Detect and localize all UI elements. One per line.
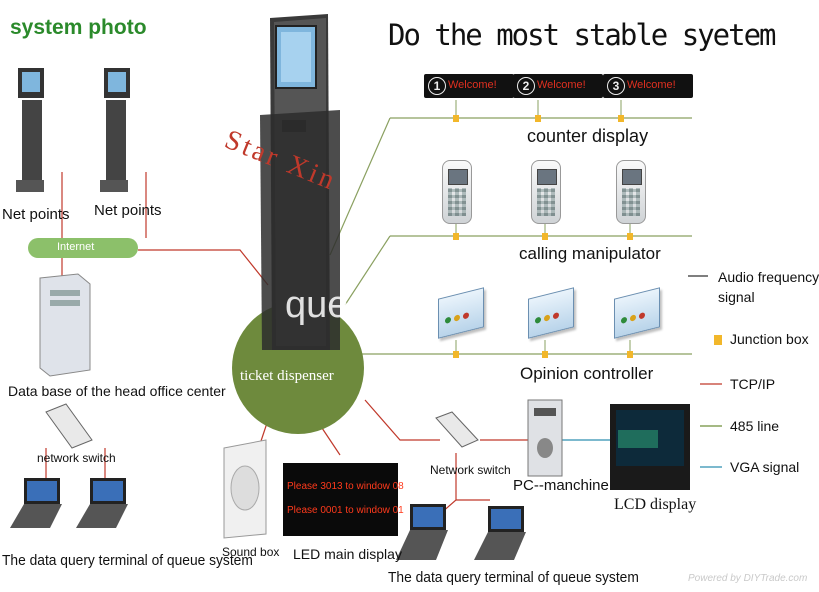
internet-label: Internet [57,241,95,253]
sound-box [223,439,267,539]
laptop-left-2 [76,478,128,528]
junction-box-icon [542,351,548,358]
legend-485: 485 line [730,418,780,434]
laptop-center-2 [474,506,526,560]
legend-audio: Audio frequency signal [718,267,819,307]
network-switch-center [435,411,479,448]
junction-box-icon [535,115,541,122]
laptop-left-1 [10,478,62,528]
queue-system-watermark: queue system [285,284,522,326]
led-main-display-label: LED main display [293,546,402,562]
network-switch-center-label: Network switch [430,463,511,477]
site-watermark: Powered by DIYTrade.com [688,573,808,584]
legend-vga: VGA signal [730,459,800,475]
net-point-kiosk-1 [16,68,44,192]
led-main-display-panel: Please 3013 to window 08 Please 0001 to … [283,463,404,536]
legend-junction-icon [714,335,722,345]
legend-audio-line-1: Audio frequency [718,269,819,285]
sound-box-label: Sound box [222,545,280,559]
ticket-dispenser-label: ticket dispenser [240,368,334,384]
led-line-2: Please 0001 to window 01 [287,505,404,516]
system-photo-title: system photo [10,16,147,39]
calling-manipulator-device [616,160,646,224]
net-points-label-1: Net points [2,206,70,223]
pc-tower [527,399,563,477]
counter-display-2: 2 Welcome! [513,74,603,98]
junction-box-icon [453,351,459,358]
net-points-label-2: Net points [94,202,162,219]
internet-bar [28,238,138,258]
junction-box-icon [618,115,624,122]
junction-box-icon [453,115,459,122]
junction-box-icon [627,233,633,240]
junction-box-icon [542,233,548,240]
led-line-1: Please 3013 to window 08 [287,481,404,492]
legend-audio-line-2: signal [718,289,755,305]
query-terminal-left-label: The data query terminal of queue system [2,552,253,569]
database-server [39,273,91,377]
opinion-controller-label: Opinion controller [520,364,654,383]
lcd-display-label: LCD display [614,496,697,513]
counter-display-label: counter display [527,126,649,146]
network-switch-left-label: network switch [37,451,116,465]
pc-label: PC--manchine [513,477,609,494]
junction-box-icon [627,351,633,358]
slogan: Do the most stable syetem [388,18,776,52]
database-label: Data base of the head office center [8,383,226,399]
counter-display-1: 1 Welcome! [424,74,514,98]
query-terminal-center-label: The data query terminal of queue system [388,569,639,586]
calling-manipulator-label: calling manipulator [519,244,661,263]
counter-display-3: 3 Welcome! [603,74,693,98]
calling-manipulator-device [442,160,472,224]
legend-tcpip: TCP/IP [730,376,776,392]
net-point-kiosk-2 [100,68,130,192]
bus-branch-calling [344,235,391,306]
laptop-center-1 [396,504,448,560]
network-switch-left [45,403,93,449]
lcd-monitor [610,404,690,490]
junction-box-icon [453,233,459,240]
legend-junction: Junction box [730,331,809,347]
calling-manipulator-device [531,160,561,224]
